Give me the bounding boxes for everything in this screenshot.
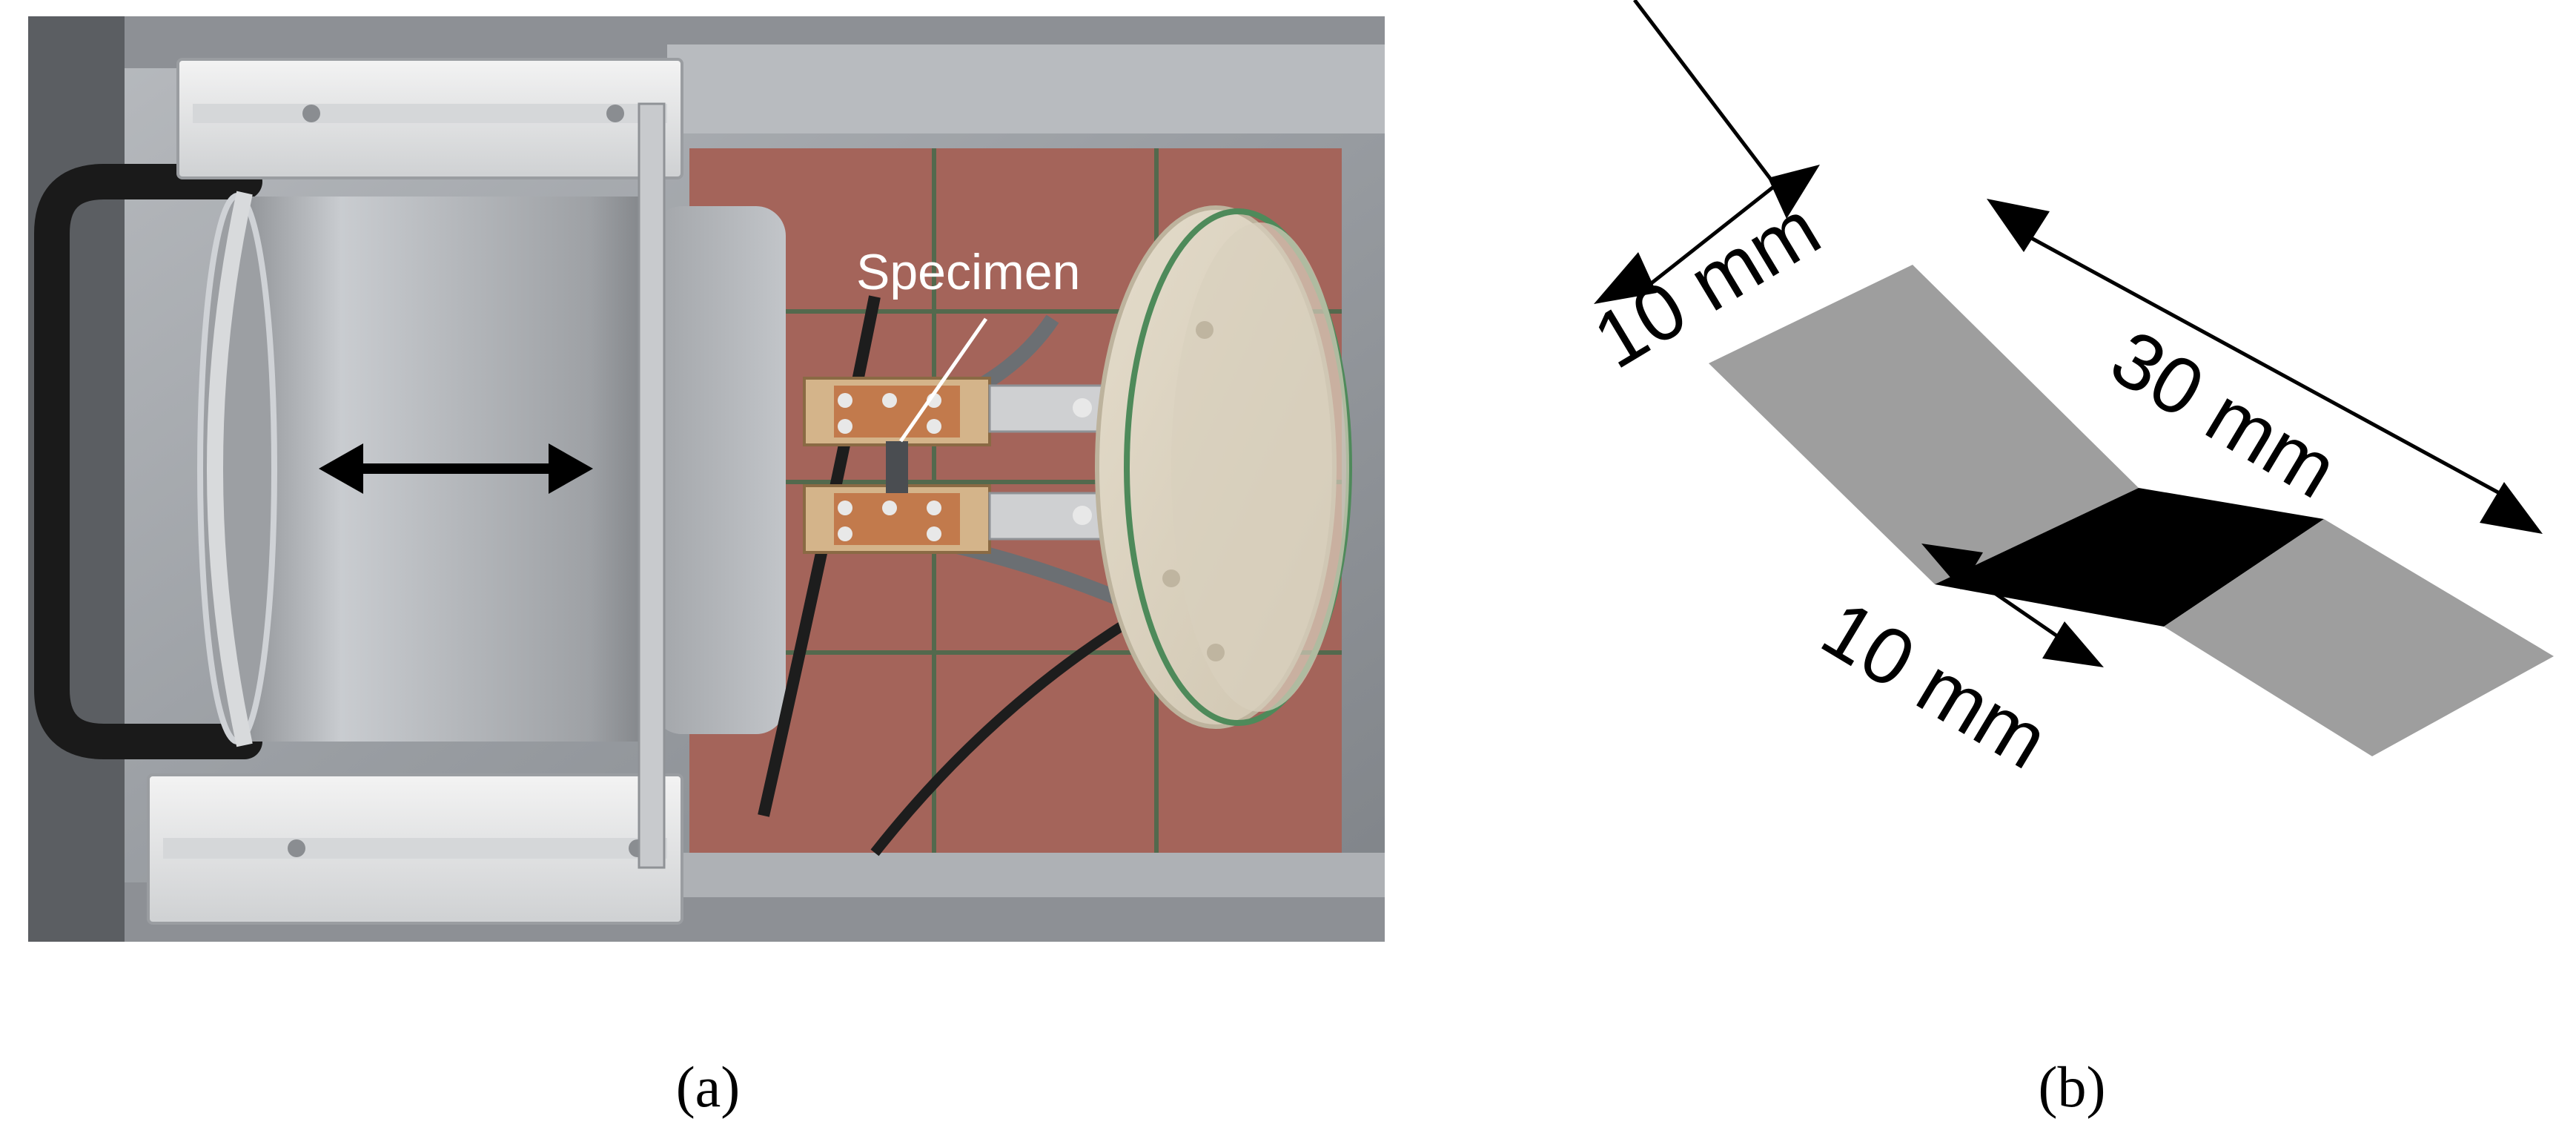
center-strap: [638, 102, 666, 869]
motion-arrow: [319, 443, 593, 494]
panel-a-photo: Specimen: [28, 16, 1385, 942]
dim-arrow-bottom: [1921, 544, 2104, 667]
top-bracket-screw-2: [606, 105, 624, 122]
bottom-rail-inner: [667, 853, 1385, 897]
mounting-plate: [1095, 205, 1352, 729]
dim-arrow-top-right: [1987, 199, 2543, 534]
strip-end-left: [1709, 265, 2139, 584]
lower-clamp: [803, 484, 1162, 554]
strip-end-right: [2164, 519, 2554, 756]
top-bracket-screw-1: [302, 105, 320, 122]
specimen-strip: [886, 441, 908, 493]
bottom-bracket-slot: [163, 838, 667, 859]
handle: [34, 164, 262, 759]
left-strap: [207, 191, 253, 747]
cylinder-cap: [652, 206, 786, 734]
cable-4: [870, 618, 1130, 856]
caption-a: (a): [676, 1054, 741, 1119]
bottom-bracket-screw-1: [288, 839, 305, 857]
top-bracket-slot: [193, 104, 667, 123]
caption-b: (b): [2039, 1054, 2106, 1119]
specimen-leader-line: [898, 317, 988, 443]
specimen-label: Specimen: [856, 244, 1080, 300]
panel-b-schematic: 10 mm 30 mm 10 mm: [1579, 0, 2554, 786]
top-rail-inner: [667, 44, 1385, 133]
strip-center: [1935, 488, 2324, 627]
dim-arrow-top-left: [1594, 0, 1820, 304]
